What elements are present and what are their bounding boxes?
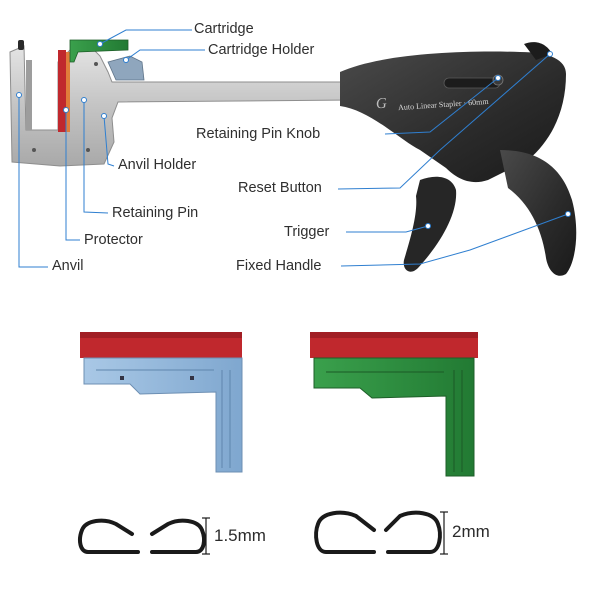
anvil-jaw	[26, 60, 32, 130]
leader-lines	[18, 29, 569, 268]
green-cartridge	[310, 332, 478, 477]
dim-large	[440, 511, 448, 555]
staple-height-large: 2mm	[452, 522, 490, 541]
label-protector: Protector	[84, 232, 143, 248]
label-cartridge: Cartridge	[194, 21, 254, 37]
protector-strip	[58, 50, 66, 132]
blue-cartridge	[80, 332, 243, 473]
label-retaining-pin: Retaining Pin	[112, 205, 199, 221]
leader-dots	[16, 41, 571, 229]
staple-small	[78, 518, 206, 554]
label-anvil: Anvil	[52, 258, 84, 274]
label-retaining-pin-knob: Retaining Pin Knob	[196, 126, 321, 142]
staple-height-small: 1.5mm	[214, 526, 266, 545]
label-anvil-holder: Anvil Holder	[118, 157, 197, 173]
brand-mark: G	[375, 95, 388, 113]
label-cartridge-holder: Cartridge Holder	[208, 42, 315, 58]
retaining-pin-strip	[66, 52, 70, 132]
label-reset-button: Reset Button	[238, 180, 322, 196]
dim-small	[202, 517, 210, 555]
label-fixed-handle: Fixed Handle	[236, 258, 322, 274]
cartridge-piece	[69, 39, 129, 63]
label-trigger: Trigger	[284, 224, 330, 240]
cartridge-holder-piece	[107, 55, 145, 81]
handle-body	[340, 42, 577, 276]
staple-large	[314, 510, 442, 554]
